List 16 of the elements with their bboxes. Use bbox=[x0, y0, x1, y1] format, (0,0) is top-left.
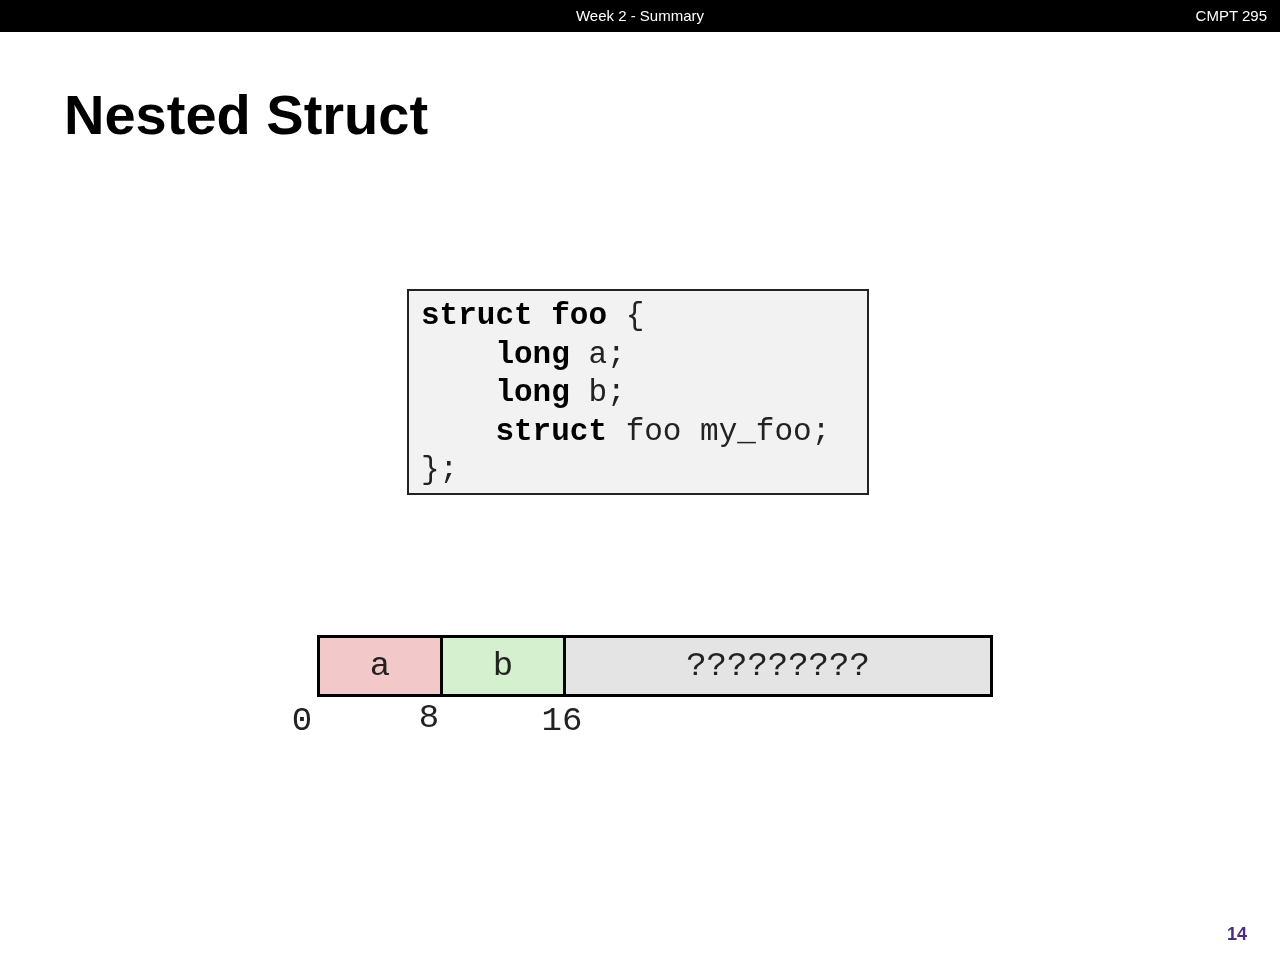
code-box bbox=[407, 289, 869, 495]
code-line: long a; bbox=[494, 335, 626, 374]
memory-cell: ????????? bbox=[563, 635, 993, 697]
slide-title: Nested Struct bbox=[64, 82, 429, 148]
code-line: struct foo { bbox=[421, 297, 645, 335]
course-code: CMPT 295 bbox=[1195, 7, 1267, 25]
memory-cell: b bbox=[440, 635, 566, 697]
offset-label: 16 bbox=[541, 701, 583, 741]
code-line: }; bbox=[421, 451, 459, 489]
code-line: long b; bbox=[494, 374, 626, 412]
offset-label: 8 bbox=[418, 698, 440, 738]
slide-subtitle: Week 2 - Summary bbox=[575, 7, 705, 25]
code-line: struct foo my_foo; bbox=[494, 412, 831, 451]
page-number: 14 bbox=[1227, 923, 1247, 945]
memory-cell: a bbox=[317, 635, 443, 697]
offset-label: 0 bbox=[291, 701, 313, 741]
